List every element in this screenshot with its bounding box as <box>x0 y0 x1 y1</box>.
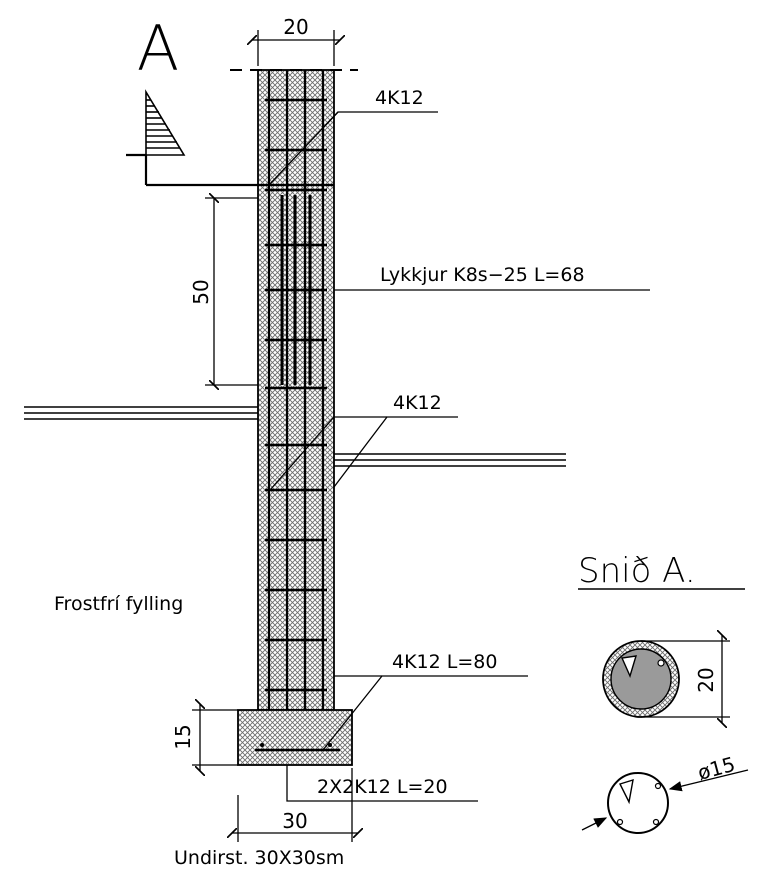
dim-section-height-label: 20 <box>694 667 718 692</box>
dim-top-width <box>252 30 340 66</box>
leader-footing-bars <box>286 765 478 802</box>
dim-footing-width <box>232 768 358 842</box>
dim-footing-height-label: 15 <box>171 724 195 749</box>
longitudinal-rebars <box>267 70 325 750</box>
rebar-detail-circle <box>607 772 669 834</box>
dim-footing-width-label: 30 <box>282 809 307 833</box>
label-mid-rebar: 4K12 <box>393 392 442 414</box>
footing <box>237 709 353 766</box>
dim-top-width-label: 20 <box>283 15 308 39</box>
dim-diameter <box>581 769 749 831</box>
ground-lines-right <box>334 453 566 467</box>
dim-diameter-label: ø15 <box>695 752 738 785</box>
label-stirrups: Lykkjur K8s−25 L=68 <box>380 264 585 286</box>
ground-lines-left <box>24 406 258 420</box>
section-marker-letter: A <box>137 12 179 85</box>
dim-height-50-label: 50 <box>189 279 213 304</box>
label-footing-bars: 2X2K12 L=20 <box>317 776 448 798</box>
section-marker-triangle <box>145 89 186 156</box>
section-circle <box>602 640 680 718</box>
dim-height-50 <box>205 198 258 385</box>
label-top-rebar: 4K12 <box>375 87 424 109</box>
footing-caption: Undirst. 30X30sm <box>174 847 344 869</box>
label-bottom-rebar: 4K12 L=80 <box>392 651 497 673</box>
dim-footing-height <box>192 704 238 771</box>
leader-mid-rebar <box>269 416 458 491</box>
dim-section-height <box>641 635 730 723</box>
column-body <box>230 69 358 711</box>
leader-top-rebar <box>268 111 438 186</box>
leader-bottom-rebar <box>322 675 528 751</box>
label-fill: Frostfrí fylling <box>54 593 183 615</box>
section-title: Snið A. <box>578 551 696 591</box>
stirrups <box>265 98 327 692</box>
